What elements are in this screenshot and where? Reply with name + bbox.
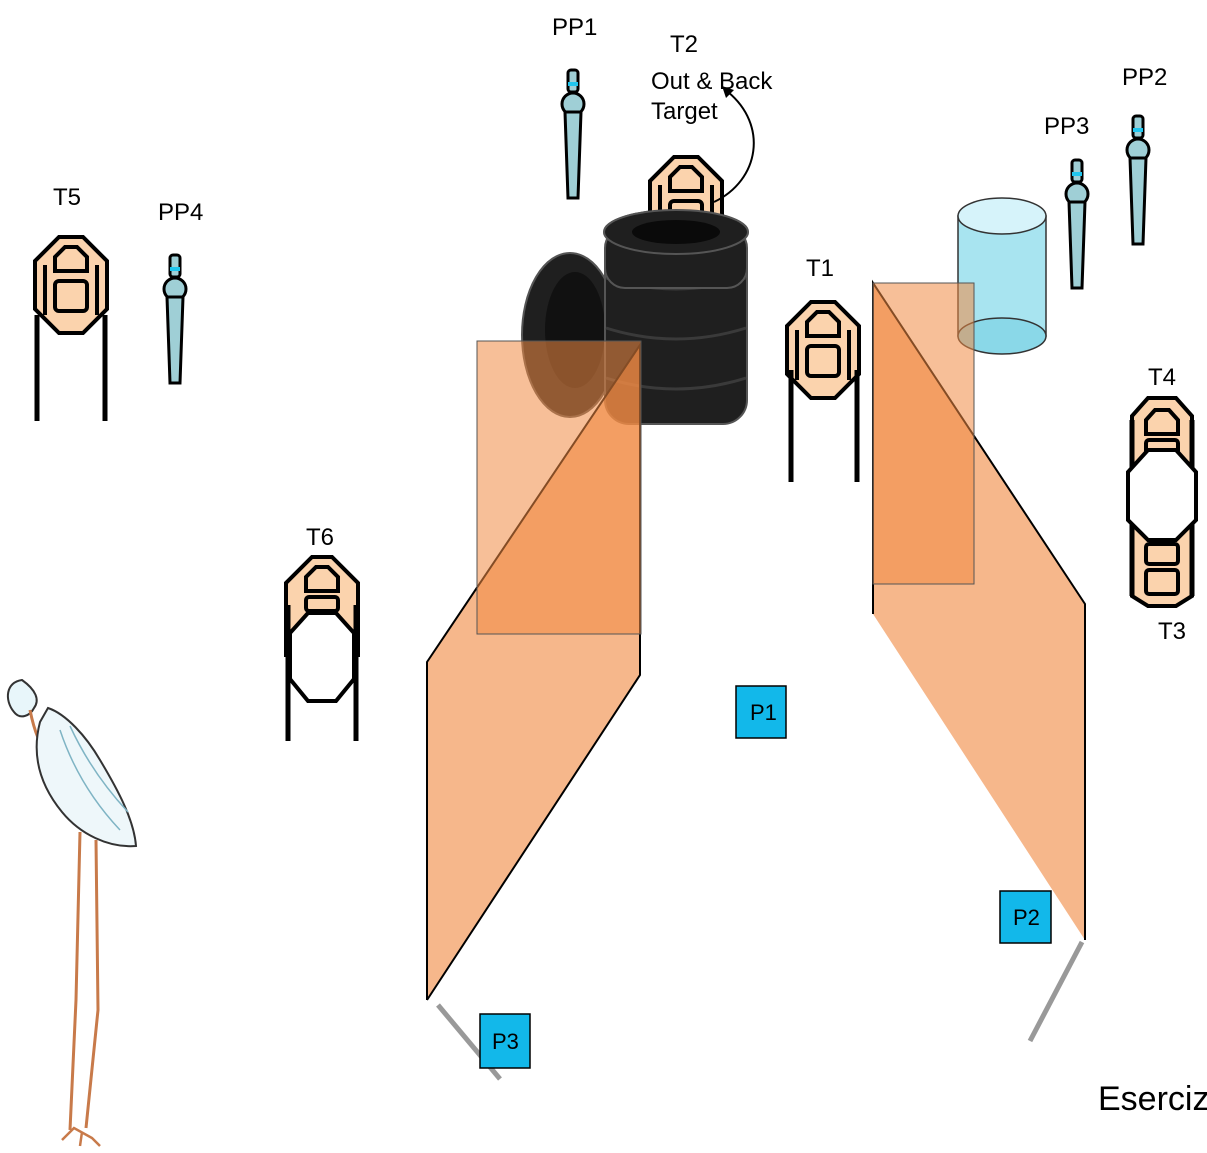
label-pp3: PP3	[1044, 113, 1089, 140]
label-t2: T2	[670, 31, 698, 58]
label-t2-note-2: Target	[651, 98, 718, 125]
popper-pp2	[1125, 114, 1151, 246]
position-p1: P1	[735, 685, 787, 739]
popper-pp1	[560, 68, 586, 200]
no-shoot-icon	[288, 611, 356, 703]
target-t5	[33, 235, 109, 421]
label-pp1: PP1	[552, 14, 597, 41]
caption-text: Eserciz	[1098, 1080, 1207, 1118]
popper-icon	[560, 68, 586, 200]
label-t5: T5	[53, 184, 81, 211]
curved-arrow-icon	[713, 86, 755, 203]
target-icon	[785, 300, 861, 400]
no-shoot-icon	[1126, 448, 1198, 542]
label-pp4: PP4	[158, 199, 203, 226]
fault-line-right	[1027, 940, 1085, 1043]
position-p3: P3	[479, 1013, 531, 1069]
label-t4: T4	[1148, 364, 1176, 391]
popper-icon	[1064, 158, 1090, 290]
popper-pp3	[1064, 158, 1090, 290]
tire-front-overlap	[603, 209, 749, 289]
label-t3: T3	[1158, 618, 1186, 645]
heron-icon	[6, 678, 138, 1147]
popper-icon	[162, 253, 188, 385]
target-t6	[284, 555, 360, 741]
target-t4-t3	[1126, 396, 1198, 608]
label-t1: T1	[806, 255, 834, 282]
left-barrier	[476, 340, 642, 635]
svg-text:P3: P3	[492, 1029, 519, 1054]
label-pp2: PP2	[1122, 64, 1167, 91]
svg-text:P1: P1	[750, 700, 777, 725]
label-t2-note-1: Out & Back	[651, 68, 773, 95]
popper-icon	[1125, 114, 1151, 246]
position-p2: P2	[999, 890, 1052, 944]
target-t1	[785, 300, 861, 482]
popper-pp4	[162, 253, 188, 385]
right-barrier	[872, 282, 975, 585]
target-icon	[33, 235, 109, 335]
svg-text:P2: P2	[1013, 905, 1040, 930]
label-t6: T6	[306, 524, 334, 551]
